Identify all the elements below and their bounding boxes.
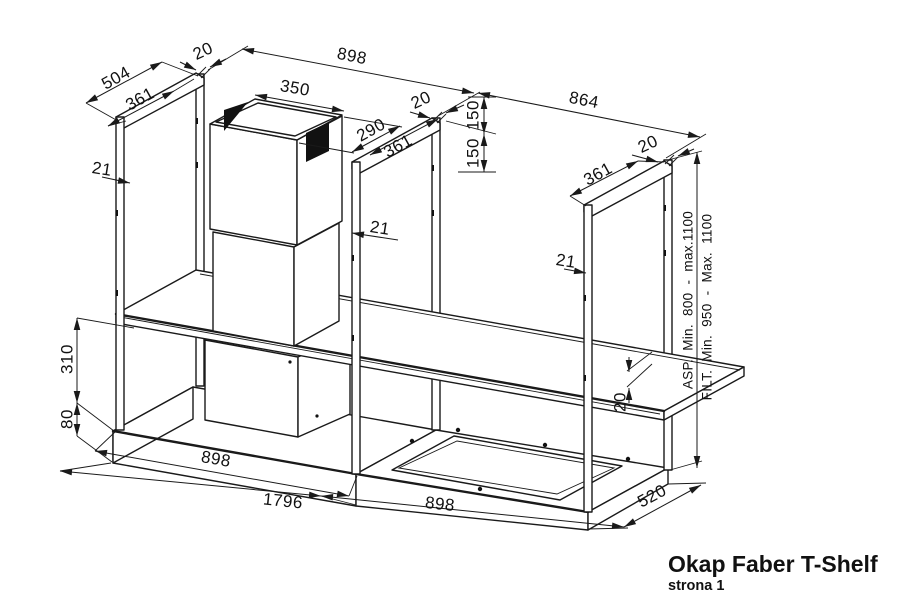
chimney-inner-rim <box>215 102 337 137</box>
post-hole-mark <box>195 118 198 124</box>
post-hole-mark <box>115 210 118 216</box>
hood-body-mark <box>315 414 319 418</box>
dim-shelf-thickness: 20 <box>611 392 630 412</box>
screw-hole <box>455 427 461 433</box>
screw-hole <box>409 438 415 444</box>
dim-frame-mid-thickness: 21 <box>369 217 392 239</box>
dim-filt-height-range: FILT. Min. 950 - Max. 1100 <box>700 214 715 401</box>
dim-frame-mid-post-top: 20 <box>408 87 434 113</box>
frame-back-posts <box>195 73 673 471</box>
dim-base-height: 80 <box>58 409 77 429</box>
dim-asp-height-range: ASP. Min. 800 - max.1100 <box>681 211 696 389</box>
dim-offset-upper: 150 <box>464 100 483 130</box>
screw-hole <box>477 486 483 492</box>
dim-frame-left-post-top: 20 <box>190 38 216 64</box>
dim-offset-lower: 150 <box>464 138 483 168</box>
dim-base-left-width: 898 <box>200 447 233 471</box>
dim-chimney-width: 350 <box>279 76 312 100</box>
left-frame-front-post <box>115 116 125 431</box>
dim-frame-left-outer: 504 <box>98 62 133 93</box>
post-hole-mark <box>431 210 434 216</box>
drawing-title: Okap Faber T-Shelf <box>668 551 878 577</box>
right-base-inner-lip <box>397 440 616 495</box>
post-hole-mark <box>431 165 434 171</box>
chimney-front-face <box>209 123 298 246</box>
chimney-lower-front-face <box>212 231 295 347</box>
mid-frame-front-post <box>351 161 361 475</box>
dim-section-left-width: 898 <box>336 44 369 68</box>
screw-hole <box>625 456 631 462</box>
dim-frame-left-thickness: 21 <box>91 158 114 180</box>
right-frame-front-post <box>583 204 593 513</box>
dim-frame-right-inner: 361 <box>580 158 615 189</box>
dim-base-right-width: 898 <box>424 493 456 515</box>
dim-frame-right-post-top: 20 <box>635 131 661 157</box>
chimney-inner-vent <box>224 102 248 131</box>
dim-section-right-width: 864 <box>568 88 601 112</box>
shelf-front-rim <box>119 316 661 415</box>
left-frame-back-post <box>195 73 205 387</box>
post-hole-mark <box>583 375 586 381</box>
post-hole-mark <box>115 290 118 296</box>
dim-shelf-height: 310 <box>58 344 77 374</box>
right-base-opening <box>391 435 623 501</box>
shelf-end-cap <box>663 366 745 421</box>
screw-hole <box>542 442 548 448</box>
dim-total-width: 1796 <box>262 489 304 512</box>
mid-frame-back-post <box>431 117 441 431</box>
dimension-labels: 504 361 20 21 898 864 350 290 20 361 150… <box>58 38 715 515</box>
shelf-front-edge <box>114 312 666 413</box>
dim-frame-right-thickness: 21 <box>555 250 578 272</box>
hood-body-mark <box>288 360 292 364</box>
post-hole-mark <box>663 250 666 256</box>
frame-front-posts <box>115 116 593 513</box>
dimension-graphics <box>59 45 707 530</box>
post-hole-mark <box>583 295 586 301</box>
chimney-duct <box>209 98 343 347</box>
post-hole-mark <box>351 255 354 261</box>
hood-body-front-face <box>204 339 299 438</box>
title-block: Okap Faber T-Shelf strona 1 <box>668 551 878 594</box>
post-hole-mark <box>663 205 666 211</box>
chimney-side-vent <box>306 122 329 162</box>
drawing-subtitle: strona 1 <box>668 578 724 594</box>
post-hole-mark <box>195 162 198 168</box>
chimney-lower-right-face <box>293 222 340 347</box>
post-hole-mark <box>351 335 354 341</box>
